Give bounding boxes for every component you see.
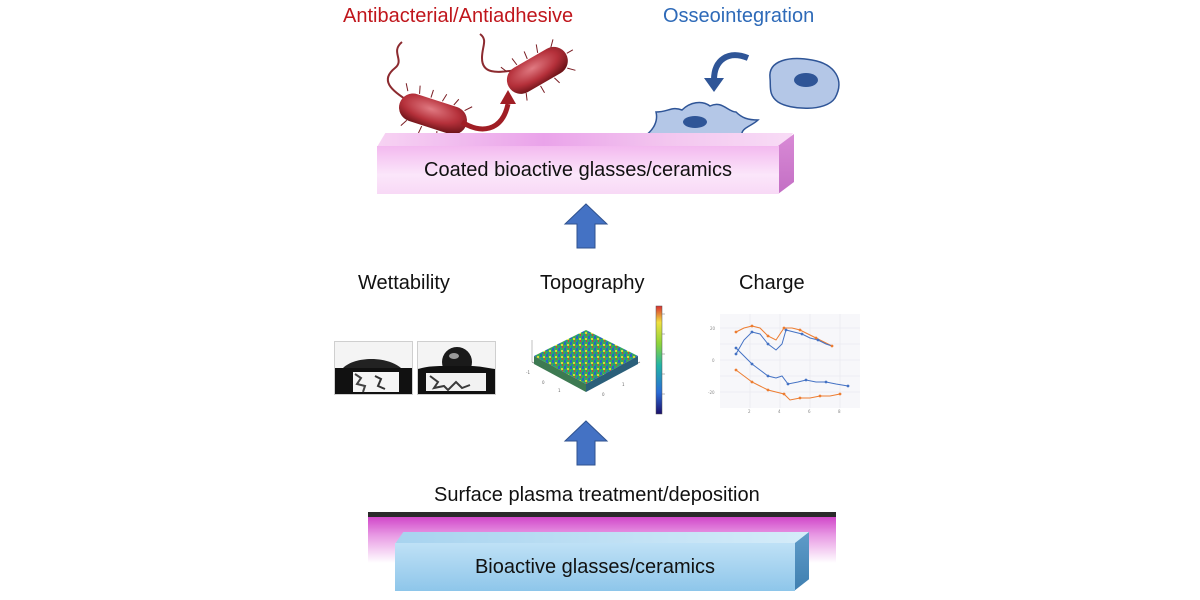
blue-series-lower [735,347,849,387]
svg-text:-20: -20 [708,390,715,395]
flagellum-1 [386,41,411,103]
bacteria-illustration [386,33,576,140]
svg-text:6: 6 [808,409,811,414]
svg-text:-1: -1 [526,370,530,375]
charge-label: Charge [739,272,805,294]
bioactive-slab-side [794,532,809,591]
svg-text:0: 0 [712,358,715,363]
svg-text:0: 0 [602,392,605,397]
svg-text:0: 0 [542,380,545,385]
bioactive-block: Bioactive glasses/ceramics [395,543,795,591]
contact-angle-image-hydrophobic [417,341,496,395]
contact-angle-image-hydrophilic [334,341,413,395]
svg-text:2: 2 [748,409,751,414]
bioactive-slab-top [395,532,809,544]
wettability-label: Wettability [358,272,450,294]
plasma-treatment-label: Surface plasma treatment/deposition [434,484,760,506]
coated-bioactive-block: Coated bioactive glasses/ceramics [377,146,779,194]
svg-text:1: 1 [558,388,561,393]
svg-text:1: 1 [622,382,625,387]
topography-surface-plot: -1 0 1 0 1 [526,305,665,415]
curved-arrow-icon [711,52,750,81]
svg-text:8: 8 [838,409,841,414]
up-arrow-icon [563,203,609,249]
curved-arrow-icon [460,103,511,132]
svg-text:20: 20 [710,326,716,331]
up-arrow-icon [563,420,609,466]
osseointegration-label: Osseointegration [663,5,815,27]
deposition-layer [368,512,836,517]
charge-scatter-plot: 20 0 -20 2 4 6 8 [708,314,860,414]
coated-slab-side [778,134,794,194]
topography-label: Topography [540,272,645,294]
bioactive-label: Bioactive glasses/ceramics [474,555,716,578]
bacterium-icon [500,39,576,101]
bacterium-icon [399,83,475,140]
coated-label: Coated bioactive glasses/ceramics [424,158,732,181]
flagellum-2 [479,33,519,73]
coated-slab-top [377,133,793,147]
antibacterial-label: Antibacterial/Antiadhesive [343,5,574,27]
svg-text:4: 4 [778,409,781,414]
